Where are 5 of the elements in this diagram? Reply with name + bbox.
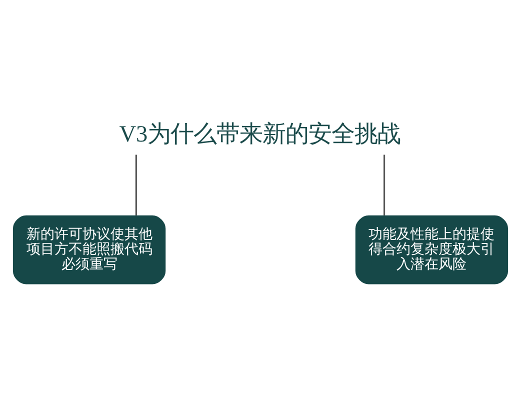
node-box: 功能及性能上的提使得合约复杂度极大引入潜在风险 <box>354 215 508 284</box>
node-box: 新的许可协议使其他项目方不能照搬代码必须重写 <box>12 215 166 284</box>
connector <box>383 154 385 216</box>
connector <box>134 154 136 216</box>
node-text: V3为什么带来新的安全挑战 <box>118 121 400 148</box>
